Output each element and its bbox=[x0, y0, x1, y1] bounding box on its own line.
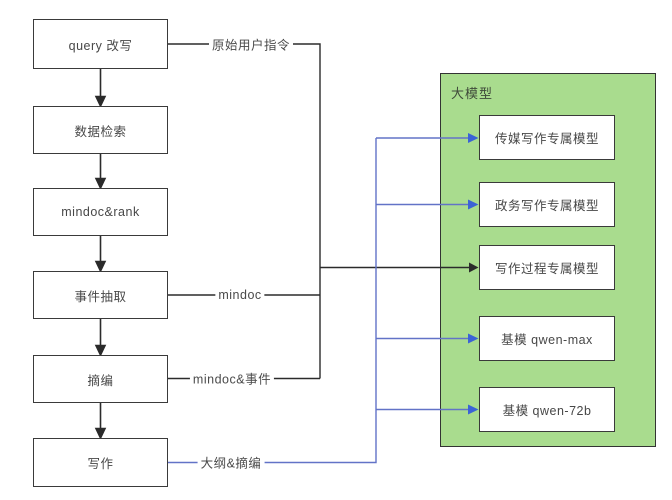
flow-step-data-retrieval: 数据检索 bbox=[33, 106, 168, 154]
blue-connector-tree bbox=[168, 137, 468, 464]
edge-label-mindoc-event: mindoc&事件 bbox=[189, 368, 275, 388]
llm-group-title: 大模型 bbox=[451, 86, 494, 101]
black-connector-tree bbox=[168, 43, 469, 380]
edge-label-outline-digest: 大纲&摘编 bbox=[197, 452, 265, 472]
flow-step-digest: 摘编 bbox=[33, 355, 168, 403]
edge-label-mindoc: mindoc bbox=[215, 288, 265, 302]
model-box-qwen-72b: 基模 qwen-72b bbox=[479, 387, 615, 432]
model-box-writing-process: 写作过程专属模型 bbox=[479, 245, 615, 290]
model-box-gov-writing: 政务写作专属模型 bbox=[479, 182, 615, 227]
edge-label-original-user-instruction: 原始用户指令 bbox=[208, 34, 294, 54]
flow-step-writing: 写作 bbox=[33, 438, 168, 487]
flow-step-query-rewrite: query 改写 bbox=[33, 19, 168, 69]
flow-step-mindoc-rank: mindoc&rank bbox=[33, 188, 168, 236]
model-box-media-writing: 传媒写作专属模型 bbox=[479, 115, 615, 160]
model-box-qwen-max: 基模 qwen-max bbox=[479, 316, 615, 361]
flow-step-event-extraction: 事件抽取 bbox=[33, 271, 168, 319]
